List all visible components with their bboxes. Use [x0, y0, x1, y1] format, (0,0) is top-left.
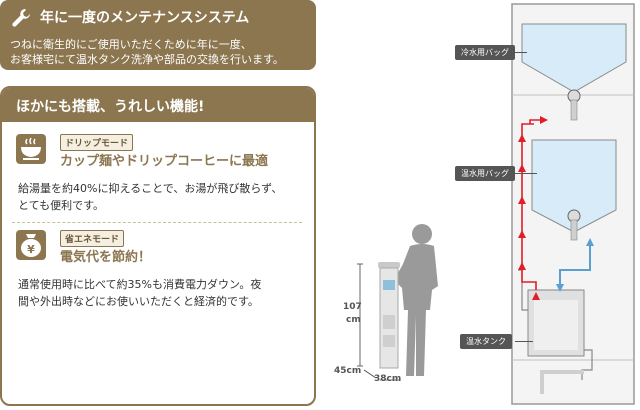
dispenser-illustration	[378, 262, 400, 369]
maintenance-description-line2: お客様宅にて温水タンク洗浄や部品の交換を行います。	[10, 53, 284, 66]
dimension-lines	[357, 263, 400, 381]
wrench-icon	[12, 9, 30, 27]
svg-text:¥: ¥	[27, 243, 35, 256]
eco-mode-badge: 省エネモード	[60, 230, 125, 247]
height-dimension-unit: cm	[346, 315, 361, 325]
height-dimension-value: 107	[343, 302, 362, 312]
eco-mode-title: 電気代を節約！	[60, 250, 152, 265]
cold-water-bag	[521, 23, 627, 93]
features-header: ほかにも搭載、うれしい機能!	[2, 88, 314, 122]
hot-tank-leader	[515, 341, 533, 342]
hot-water-bag	[531, 139, 617, 233]
person-with-dispenser-illustration	[357, 224, 438, 381]
maintenance-banner: 年に一度のメンテナンスシステム つねに衛生的にご使用いただくために年に一度、 お…	[0, 0, 316, 70]
maintenance-description-line1: つねに衛生的にご使用いただくために年に一度、	[10, 38, 252, 51]
cold-bag-label: 冷水用バッグ	[455, 45, 515, 60]
cup-icon	[16, 134, 46, 164]
eco-mode-description-line2: 間や外出時などにお使いいただくと経済的です。	[18, 295, 259, 308]
hot-tank-label: 温水タンク	[460, 334, 512, 349]
hot-bag-leader	[515, 173, 537, 174]
hot-bag-label: 温水用バッグ	[455, 166, 515, 181]
features-panel: ほかにも搭載、うれしい機能! ドリップモード カップ麺やドリップコーヒーに最適 …	[0, 86, 316, 406]
hot-flow-arrows	[518, 116, 548, 300]
drip-mode-badge: ドリップモード	[60, 134, 134, 151]
cold-flow-line	[559, 240, 591, 290]
yen-purse-icon: ¥	[16, 230, 46, 260]
cold-bag-leader	[515, 52, 527, 53]
features-header-text: ほかにも搭載、うれしい機能!	[16, 99, 205, 115]
depth-dimension: 45cm	[334, 366, 362, 376]
drip-mode-description-line1: 給湯量を約40%に抑えることで、お湯が飛び散らず、	[18, 182, 283, 195]
maintenance-title: 年に一度のメンテナンスシステム	[40, 10, 250, 26]
drip-mode-description-line2: とても便利です。	[18, 199, 105, 212]
hot-flow-line	[521, 119, 540, 290]
feature-divider	[12, 222, 302, 223]
drip-mode-title: カップ麺やドリップコーヒーに最適	[60, 154, 269, 169]
eco-mode-description-line1: 通常使用時に比べて約35%も消費電力ダウン。夜	[18, 278, 262, 291]
width-dimension: 38cm	[374, 374, 402, 384]
person-silhouette	[396, 224, 438, 376]
internal-structure-diagram	[511, 3, 635, 405]
